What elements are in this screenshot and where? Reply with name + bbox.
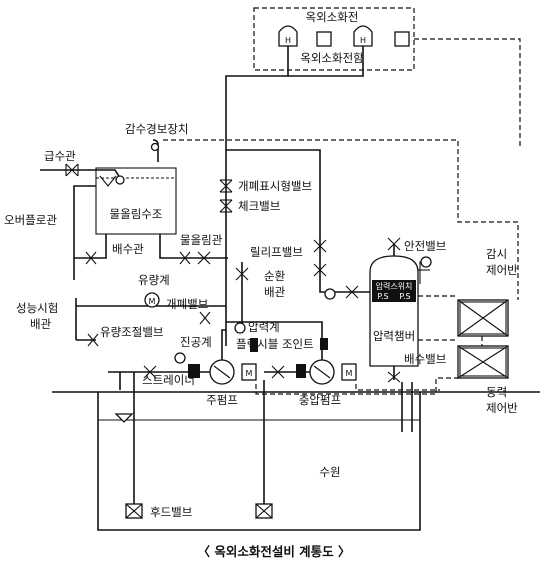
flow-meter bbox=[144, 292, 160, 308]
power-control-panel bbox=[457, 345, 509, 379]
float-ball bbox=[115, 175, 125, 185]
suction-valve bbox=[143, 365, 157, 379]
pressure-gauge-label: 압력계 bbox=[248, 320, 280, 334]
safety-valve-label: 안전밸브 bbox=[404, 239, 446, 253]
supply-valve bbox=[65, 163, 79, 177]
ps-label-2: P.S bbox=[399, 292, 410, 301]
riser-branch bbox=[226, 149, 321, 282]
performance-test-label-2: 배관 bbox=[30, 317, 52, 331]
hose-box-1 bbox=[316, 31, 332, 47]
motor-mark: M bbox=[346, 369, 353, 378]
monitor-panel-label-2: 제어반 bbox=[486, 263, 518, 277]
ps-label-1: P.S bbox=[377, 292, 388, 301]
flexible-joint-1 bbox=[188, 364, 200, 378]
flexible-joint-2 bbox=[296, 364, 306, 378]
alarm-signal-line bbox=[163, 139, 519, 300]
riser-valve bbox=[313, 239, 327, 253]
booster-pump-motor bbox=[341, 363, 357, 381]
water-source-label: 수원 bbox=[319, 465, 340, 479]
hydrant-mark: H bbox=[285, 36, 291, 45]
overflow-pipe-label: 오버플로관 bbox=[4, 213, 57, 227]
drain-valve-tank bbox=[85, 251, 97, 265]
motor-mark: M bbox=[246, 369, 253, 378]
pressure-switch-label: 압력스위치 bbox=[376, 281, 413, 291]
chamber-gauge bbox=[420, 256, 432, 268]
hydrant-signal-line bbox=[414, 38, 521, 148]
priming-pipe-label: 물올림관 bbox=[180, 233, 223, 247]
vacuum-gauge-label: 진공계 bbox=[180, 335, 212, 349]
flow-meter-mark: M bbox=[149, 297, 156, 306]
priming-check-valve bbox=[197, 251, 211, 265]
pressure-switch bbox=[372, 280, 416, 302]
drain-valve bbox=[387, 371, 401, 383]
priming-pipe bbox=[159, 234, 228, 259]
strainer-label: 스트레이너 bbox=[142, 373, 195, 387]
check-valve-label: 체크밸브 bbox=[238, 199, 280, 213]
water-level-mark bbox=[114, 413, 134, 423]
priming-tank-label: 물올림수조 bbox=[110, 207, 163, 221]
diagram-caption: 〈 옥외소화전설비 계통도 〉 bbox=[197, 544, 350, 559]
vacuum-gauge bbox=[174, 352, 186, 364]
hydrant-mark: H bbox=[360, 36, 366, 45]
water-supply-pipe-label: 급수관 bbox=[44, 149, 76, 163]
main-pump-label: 주펌프 bbox=[206, 393, 238, 407]
monitor-panel-label-1: 감시 bbox=[486, 247, 507, 261]
flow-control-valve bbox=[87, 333, 99, 347]
outdoor-hydrant-box-outline bbox=[253, 7, 415, 71]
check-valve bbox=[219, 199, 233, 213]
power-panel-label-2: 제어반 bbox=[486, 401, 518, 415]
chamber-inlet-valve bbox=[345, 285, 359, 299]
flow-meter-label: 유량계 bbox=[138, 273, 170, 287]
main-pump-motor bbox=[241, 363, 257, 381]
hydrant-supply-pipe bbox=[225, 46, 289, 150]
outdoor-hydrant-label: 옥외소화전 bbox=[306, 10, 359, 24]
relief-valve bbox=[235, 267, 249, 281]
shutoff-valve-label: 개폐밸브 bbox=[166, 297, 208, 311]
circulation-pipe-label-1: 순환 bbox=[264, 269, 286, 283]
hydrant-supply-pipe-2 bbox=[288, 46, 364, 77]
drain-valve-label: 배수밸브 bbox=[404, 352, 446, 366]
test-valve bbox=[199, 311, 211, 325]
riser-check-valve bbox=[313, 263, 327, 277]
pressure-gauge bbox=[234, 322, 246, 334]
pressure-chamber bbox=[369, 255, 419, 367]
drain-pipe-label: 배수관 bbox=[112, 242, 144, 256]
low-water-alarm-label: 감수경보장치 bbox=[125, 122, 188, 136]
flow-control-valve-label: 유량조절밸브 bbox=[100, 325, 163, 339]
circulation-pipe-label-2: 배관 bbox=[264, 285, 286, 299]
water-tank bbox=[97, 392, 421, 531]
flexible-joint-label: 플렉시블 조인트 bbox=[236, 337, 314, 351]
outdoor-hydrant-box-label: 옥외소화전함 bbox=[300, 51, 364, 65]
relief-valve-label: 릴리프밸브 bbox=[250, 245, 303, 259]
foot-valve-label: 후드밸브 bbox=[150, 505, 192, 519]
hydrant-1: H bbox=[278, 25, 298, 47]
hydrant-2: H bbox=[353, 25, 373, 47]
gate-indicator-valve bbox=[219, 179, 233, 193]
overflow-pipe bbox=[73, 185, 96, 280]
priming-tank bbox=[95, 167, 177, 235]
performance-test-label-1: 성능시험 bbox=[16, 301, 58, 315]
chamber-pressure-gauge bbox=[324, 288, 336, 300]
gate-indicator-valve-label: 개폐표시형밸브 bbox=[238, 179, 312, 193]
booster-pump-label: 충압펌프 bbox=[299, 393, 341, 407]
hose-box-2 bbox=[394, 31, 410, 47]
pressure-chamber-label: 압력챔버 bbox=[373, 329, 415, 343]
safety-valve bbox=[387, 237, 401, 251]
monitor-control-panel bbox=[457, 299, 509, 337]
